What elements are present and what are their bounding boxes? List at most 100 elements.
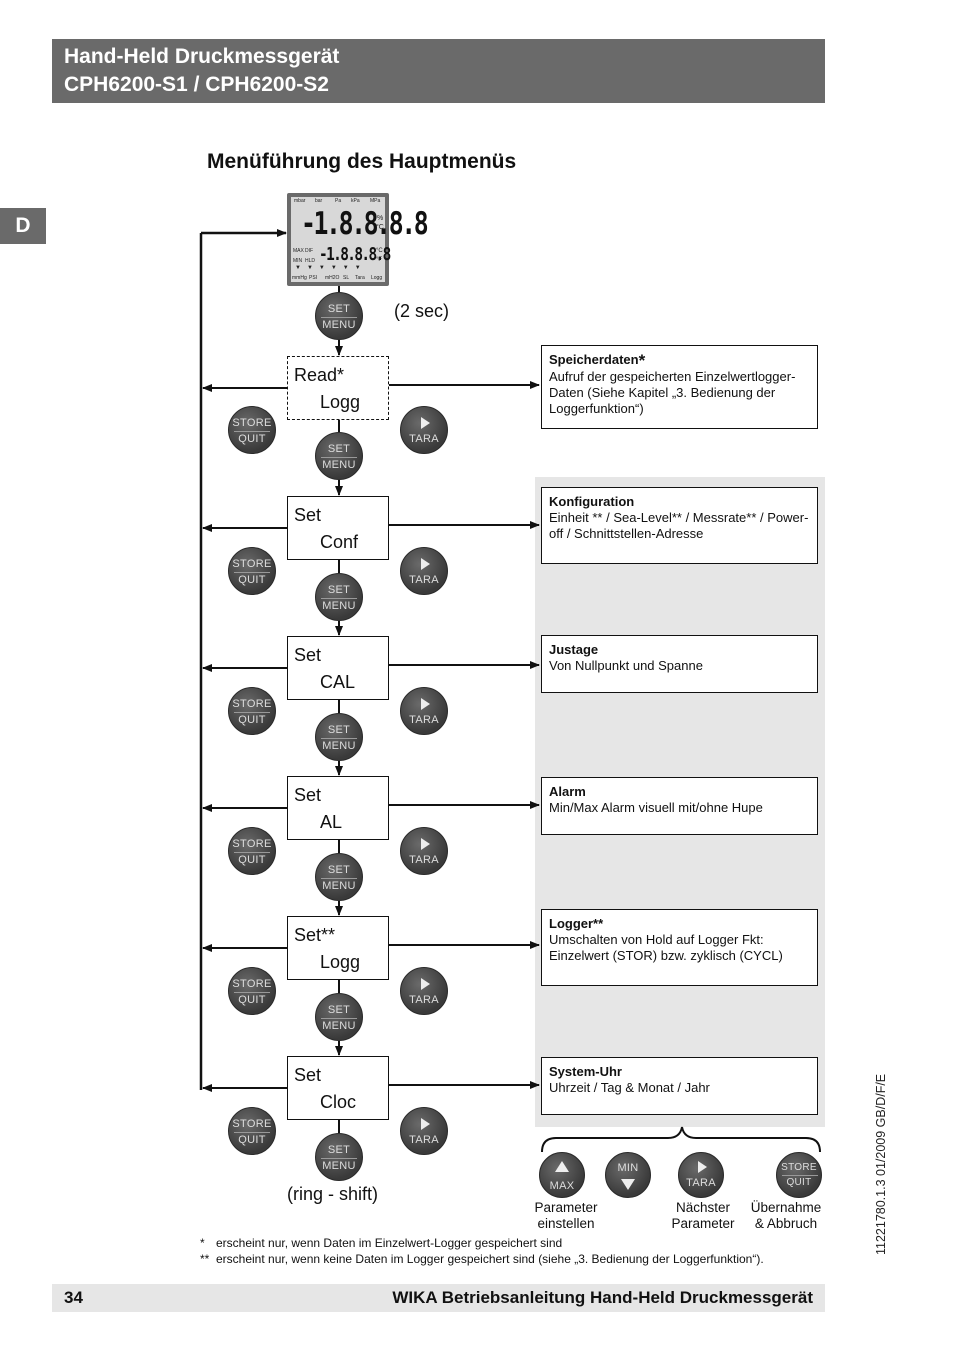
lcd-unit-bar: bar (315, 198, 323, 204)
menu-item-line2: AL (320, 812, 343, 832)
legend-line2: & Abbruch (754, 1216, 818, 1231)
btn-label-top: STORE (232, 558, 272, 570)
lcd-unit-mh2o: mH2O (325, 275, 340, 281)
menu-item-line1: Set (294, 1065, 322, 1085)
legend-line1: Übernahme (750, 1200, 822, 1215)
btn-label-bottom: TARA (409, 433, 439, 445)
footnote-text: erscheint nur, wenn Daten im Einzelwert-… (216, 1236, 563, 1250)
ring-shift-note: (ring - shift) (287, 1184, 379, 1204)
info-box-alarm: Alarm Min/Max Alarm visuell mit/ohne Hup… (541, 777, 818, 835)
btn-label-bottom: QUIT (238, 433, 266, 445)
language-tab: D (0, 208, 46, 244)
legend-line2: Parameter (671, 1216, 735, 1231)
footnote-mark: ** (200, 1252, 210, 1266)
info-box-title: System-Uhr (549, 1064, 622, 1079)
btn-label-top: SET (327, 1004, 351, 1016)
info-box-logger: Logger** Umschalten von Hold auf Logger … (541, 909, 818, 986)
btn-label-bottom: MENU (322, 1020, 356, 1032)
play-icon (421, 417, 430, 429)
btn-label-bottom: MENU (322, 600, 356, 612)
set-menu-button[interactable]: SET MENU (315, 1133, 363, 1181)
btn-label-bottom: TARA (409, 854, 439, 866)
lcd-main-digits: -1.8.8.8.8 (301, 206, 429, 242)
tara-button[interactable]: TARA (678, 1152, 724, 1198)
tara-button[interactable]: TARA (400, 967, 448, 1015)
info-box-justage: Justage Von Nullpunkt und Spanne (541, 635, 818, 693)
lcd-unit-mmhg: mmHg (292, 275, 307, 281)
arrow-down-icon (621, 1179, 635, 1190)
info-box-title-mark: * (638, 351, 646, 370)
btn-label-top: STORE (232, 1118, 272, 1130)
btn-label-top: SET (327, 724, 351, 736)
hold-duration-note: (2 sec) (394, 301, 450, 321)
menu-item-line1: Read* (294, 365, 345, 385)
lcd-unit-mpa: MPa (370, 198, 381, 204)
legend-label-parameter-einstellen: Parameter einstellen (530, 1200, 602, 1232)
footnote-1: *erscheint nur, wenn Daten im Einzelwert… (200, 1236, 562, 1250)
info-box-title: Logger** (549, 916, 604, 931)
legend-line2: einstellen (537, 1216, 595, 1231)
header-title-line2: CPH6200-S1 / CPH6200-S2 (64, 73, 329, 96)
menu-item-line1: Set** (294, 925, 336, 945)
btn-label-bottom: MENU (322, 1160, 356, 1172)
btn-label-bottom: QUIT (238, 854, 266, 866)
btn-label-top: SET (327, 303, 351, 315)
document-number: 11221780.1.3 01/2009 GB/D/F/E (874, 1073, 888, 1255)
header-title-line1: Hand-Held Druckmessgerät (64, 45, 340, 68)
tara-button[interactable]: TARA (400, 406, 448, 454)
btn-label-top: STORE (232, 838, 272, 850)
play-icon (421, 698, 430, 710)
page-footer: 34 WIKA Betriebsanleitung Hand-Held Druc… (52, 1284, 825, 1312)
menu-item-line2: Logg (320, 952, 361, 972)
btn-label-top: SET (327, 864, 351, 876)
set-menu-button[interactable]: SET MENU (315, 993, 363, 1041)
menu-item-read-logg: Read* Logg (287, 356, 389, 420)
info-box-title: Alarm (549, 784, 586, 799)
btn-label-bottom: QUIT (238, 1134, 266, 1146)
legend-line1: Nächster (675, 1200, 731, 1215)
btn-label-bottom: TARA (409, 574, 439, 586)
lcd-unit-logg: Logg (371, 275, 383, 281)
max-up-button[interactable]: MAX (539, 1152, 585, 1198)
lcd-unit-fahrenheit: °F (376, 257, 383, 263)
lcd-secondary-digits: -1.8.8.8.8 (319, 244, 391, 265)
store-quit-button[interactable]: STORE QUIT (228, 827, 276, 875)
info-box-text: Von Nullpunkt und Spanne (549, 658, 703, 673)
btn-label-top: STORE (781, 1162, 817, 1173)
section-title: Menüführung des Hauptmenüs (207, 150, 517, 173)
tara-button[interactable]: TARA (400, 827, 448, 875)
lcd-unit-percent: % (377, 215, 384, 222)
tara-button[interactable]: TARA (400, 547, 448, 595)
store-quit-button[interactable]: STORE QUIT (776, 1152, 822, 1198)
info-box-text: Umschalten von Hold auf Logger Fkt: Einz… (549, 932, 783, 963)
info-box-konfiguration: Konfiguration Einheit ** / Sea-Level** /… (541, 487, 818, 564)
info-box-text: Min/Max Alarm visuell mit/ohne Hupe (549, 800, 763, 815)
page-number: 34 (64, 1288, 83, 1307)
lcd-unit-celsius: °C (376, 224, 384, 231)
btn-label-bottom: TARA (686, 1177, 716, 1189)
tara-button[interactable]: TARA (400, 1107, 448, 1155)
btn-label-top: SET (327, 1144, 351, 1156)
lcd-unit-tara: Tara (355, 275, 365, 281)
lcd-unit-kpa: kPa (351, 198, 360, 204)
store-quit-button[interactable]: STORE QUIT (228, 1107, 276, 1155)
page-header: Hand-Held Druckmessgerät CPH6200-S1 / CP… (52, 39, 825, 103)
menu-item-set-cloc: Set Cloc (287, 1056, 389, 1120)
btn-label-bottom: QUIT (238, 714, 266, 726)
legend-label-naechster-parameter: Nächster Parameter (666, 1200, 740, 1232)
info-box-title: Justage (549, 642, 599, 657)
lcd-label-max: MAX (293, 248, 304, 254)
min-down-button[interactable]: MIN (605, 1152, 651, 1198)
btn-label-bottom: QUIT (786, 1177, 812, 1188)
tara-button[interactable]: TARA (400, 687, 448, 735)
footnote-2: **erscheint nur, wenn keine Daten im Log… (200, 1252, 764, 1266)
